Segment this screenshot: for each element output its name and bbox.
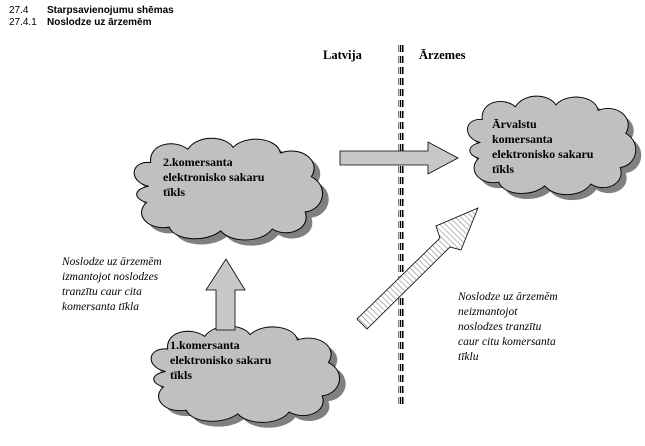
border-line (398, 45, 404, 406)
note-line: Noslodze uz ārzemēm (458, 291, 558, 303)
note-line: tranzītu caur cita (62, 286, 142, 298)
cloud-foreign-label: Ārvalstu komersanta elektronisko sakaru … (492, 117, 593, 177)
label-line: elektronisko sakaru (492, 147, 594, 161)
subsection-heading: 27.4.1 Noslodze uz ārzemēm (9, 17, 151, 28)
label-line: tīkls (163, 185, 186, 199)
cloud-operator2-label: 2.komersanta elektronisko sakaru tīkls (163, 155, 264, 200)
label-line: 1.komersanta (170, 338, 240, 352)
note-direct: Noslodze uz ārzemēm neizmantojot noslodz… (458, 290, 558, 365)
note-line: izmantojot noslodzes (62, 271, 159, 283)
subsection-title: Noslodze uz ārzemēm (47, 17, 152, 28)
region-label-abroad: Ārzemes (419, 48, 466, 62)
note-line: komersanta tīkla (62, 301, 139, 313)
note-via-transit: Noslodze uz ārzemēm izmantojot noslodzes… (62, 255, 162, 315)
label-line: elektronisko sakaru (170, 353, 272, 367)
note-line: Noslodze uz ārzemēm (62, 256, 162, 268)
section-heading: 27.4 Starpsavienojumu shēmas (9, 5, 174, 16)
label-line: tīkls (492, 162, 515, 176)
arrow-operator2-to-foreign (339, 141, 459, 175)
label-line: 2.komersanta (163, 155, 233, 169)
section-title: Starpsavienojumu shēmas (47, 5, 174, 16)
note-line: neizmantojot (458, 306, 518, 318)
region-label-latvia: Latvija (323, 48, 362, 62)
cloud-operator1-label: 1.komersanta elektronisko sakaru tīkls (170, 338, 271, 383)
label-line: komersanta (492, 132, 553, 146)
label-line: elektronisko sakaru (163, 170, 265, 184)
arrow-operator1-to-operator2 (205, 258, 246, 331)
note-line: noslodzes tranzītu (458, 321, 542, 333)
subsection-number: 27.4.1 (9, 17, 37, 28)
label-line: tīkls (170, 368, 193, 382)
arrow-operator1-to-foreign (356, 207, 479, 330)
section-number: 27.4 (9, 5, 29, 16)
note-line: caur citu komersanta (458, 336, 556, 348)
label-line: Ārvalstu (492, 117, 537, 131)
note-line: tīklu (458, 351, 479, 363)
